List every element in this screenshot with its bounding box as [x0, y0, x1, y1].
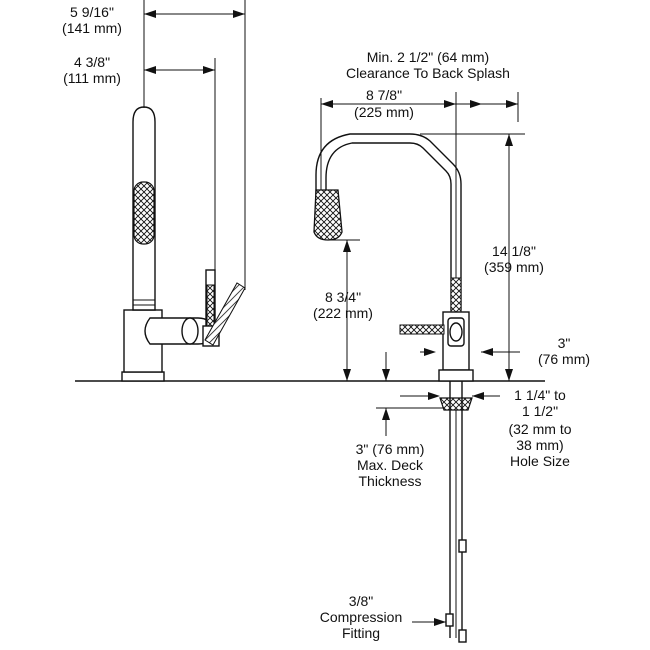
side-handle-body	[144, 317, 213, 345]
front-dimension-lines	[320, 92, 525, 626]
deck-thickness-line2: Max. Deck	[357, 457, 424, 473]
total-height-label: 14 1/8"	[492, 243, 536, 259]
mounting-nut	[439, 397, 473, 411]
side-base	[121, 371, 165, 382]
side-dimension-lines	[143, 0, 246, 290]
hole-size-line2: 1 1/2"	[522, 403, 558, 419]
clearance-label-line2: Clearance To Back Splash	[346, 65, 510, 81]
front-column-grip	[450, 277, 462, 317]
side-spray-grip	[133, 181, 155, 245]
side-handle-label: 4 3/8"	[74, 54, 110, 70]
front-handle	[399, 324, 445, 335]
hole-size-line5: Hole Size	[510, 453, 570, 469]
side-view-faucet	[121, 106, 246, 382]
compression-fitting-line3: Fitting	[342, 625, 380, 641]
side-handle-swing	[204, 282, 246, 346]
front-base	[438, 369, 474, 382]
side-reach-metric: (141 mm)	[62, 20, 122, 36]
front-view-faucet	[313, 133, 474, 643]
compression-fitting-line2: Compression	[320, 609, 402, 625]
front-spray-head	[313, 189, 343, 241]
clearance-label-line1: Min. 2 1/2" (64 mm)	[367, 49, 489, 65]
spout-height-metric: (222 mm)	[313, 305, 373, 321]
base-diameter-label: 3"	[558, 335, 571, 351]
spout-height-label: 8 3/4"	[325, 289, 361, 305]
hole-size-line4: 38 mm)	[516, 437, 563, 453]
base-diameter-metric: (76 mm)	[538, 351, 590, 367]
deck-thickness-line1: 3" (76 mm)	[356, 441, 425, 457]
side-reach-label: 5 9/16"	[70, 4, 114, 20]
spout-reach-metric: (225 mm)	[354, 104, 414, 120]
deck-thickness-line3: Thickness	[358, 473, 421, 489]
hole-size-line1: 1 1/4" to	[514, 387, 566, 403]
spout-reach-label: 8 7/8"	[366, 87, 402, 103]
side-handle-metric: (111 mm)	[63, 70, 121, 86]
hole-size-line3: (32 mm to	[508, 421, 571, 437]
compression-fitting-line1: 3/8"	[349, 593, 373, 609]
total-height-metric: (359 mm)	[484, 259, 544, 275]
side-handle-grip	[206, 284, 215, 329]
